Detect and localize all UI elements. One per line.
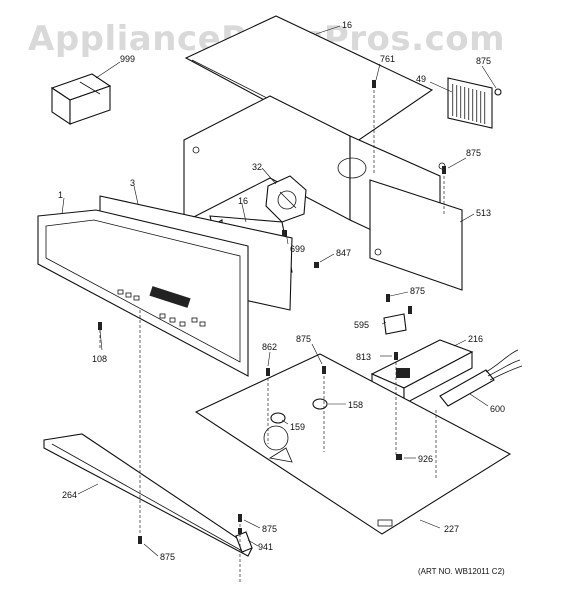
label-3: 3 [130,178,135,188]
label-875-a: 875 [476,56,491,66]
part-513-chassis [183,95,463,291]
bottom-plate [194,353,512,535]
label-159: 159 [290,422,305,432]
label-49: 49 [416,74,426,84]
label-227: 227 [444,524,459,534]
part-595-bracket [383,313,407,335]
alignment-lines [99,90,445,582]
label-875-e: 875 [262,524,277,534]
label-264: 264 [62,490,77,500]
label-875-d: 875 [296,334,311,344]
label-1: 1 [58,190,63,200]
label-926: 926 [418,454,433,464]
label-847: 847 [336,248,351,258]
leader-lines [61,25,497,557]
label-216: 216 [468,334,483,344]
label-513: 513 [476,208,491,218]
label-761: 761 [380,54,395,64]
label-16: 16 [238,196,248,206]
label-699: 699 [290,244,305,254]
label-158: 158 [348,400,363,410]
part-264-trim [43,433,253,557]
label-941: 941 [258,542,273,552]
label-600: 600 [490,404,505,414]
part-159-sensor [270,412,286,424]
part-158-sensor [312,398,328,410]
label-813: 813 [356,352,371,362]
part-labels: 999 16 761 49 875 875 32 1 3 16 513 699 … [58,20,505,576]
art-number: (ART NO. WB12011 C2) [418,567,505,576]
part-600-terminal-block [439,349,523,407]
label-32: 32 [252,162,262,172]
part-1-front-panel [37,209,249,377]
part-32-fan [265,175,307,223]
label-999: 999 [120,54,135,64]
label-108: 108 [92,354,107,364]
part-49-grille [447,77,502,129]
label-862: 862 [262,342,277,352]
label-875-b: 875 [466,148,481,158]
part-999-box [50,73,112,126]
label-595: 595 [354,320,369,330]
label-875-c: 875 [410,286,425,296]
label-16-top: 16 [342,20,352,30]
label-875-f: 875 [160,552,175,562]
